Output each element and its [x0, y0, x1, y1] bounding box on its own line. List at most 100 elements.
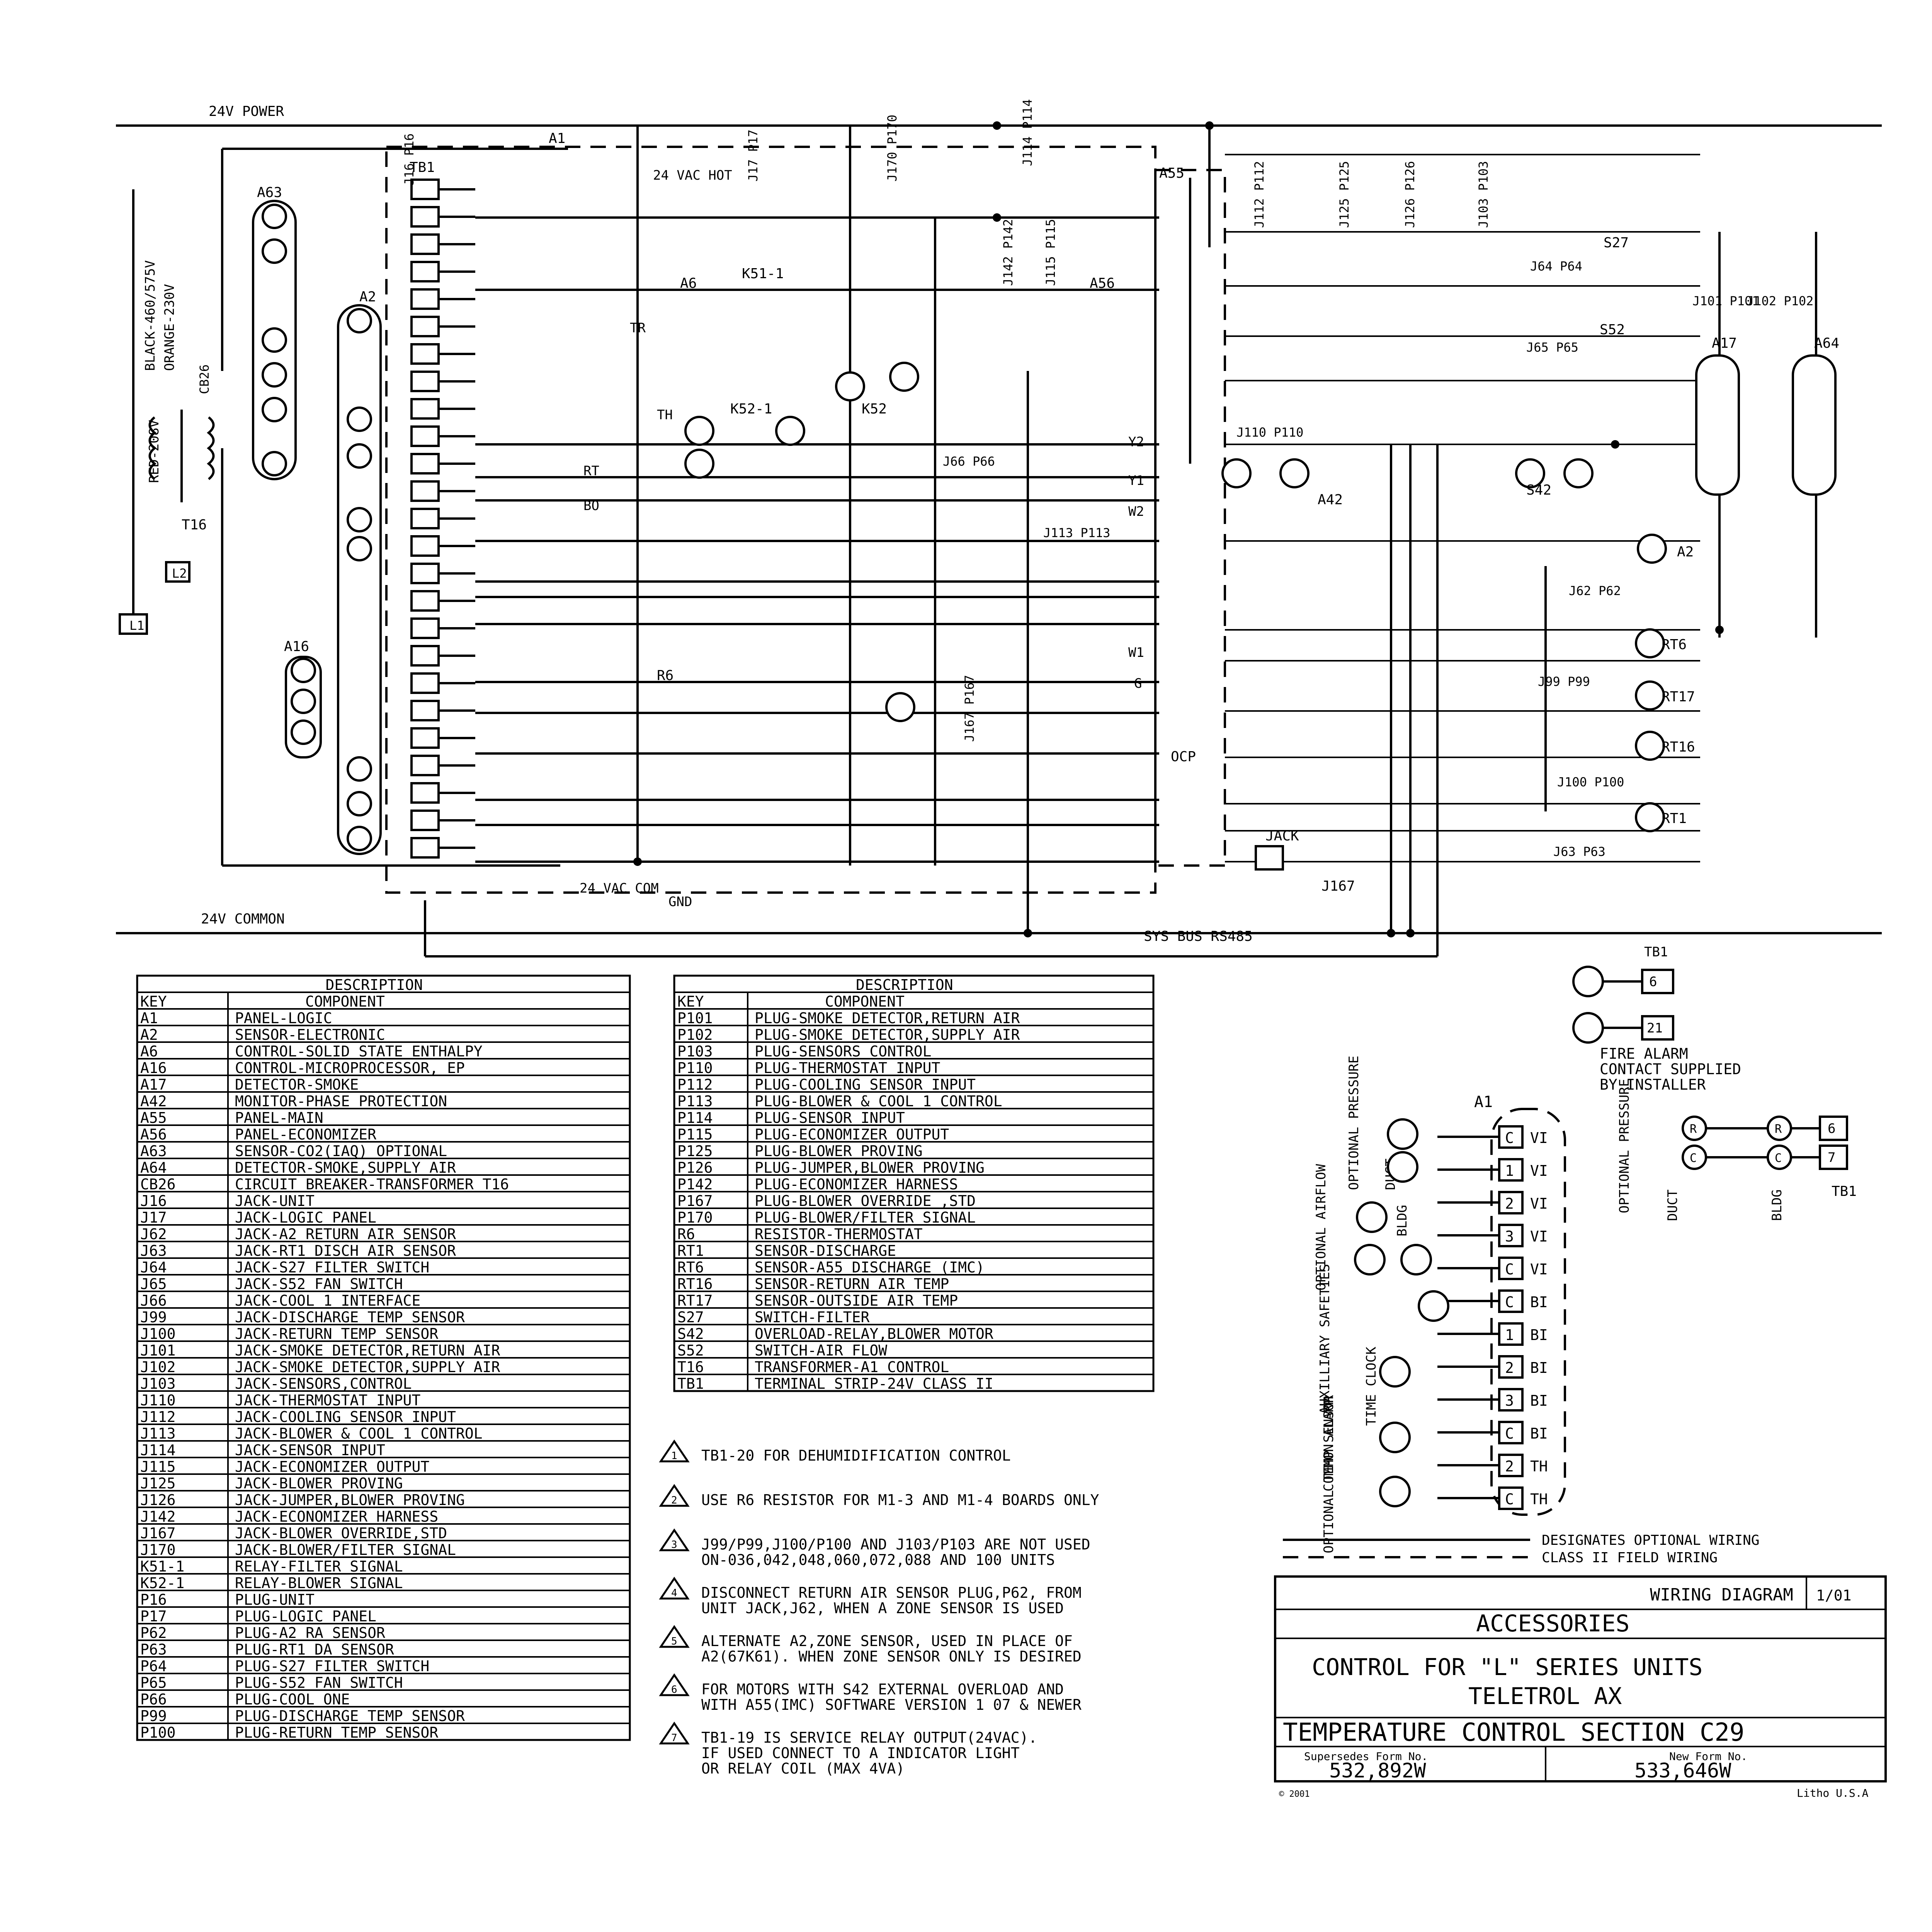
- note-line: UNIT JACK,J62, WHEN A ZONE SENSOR IS USE…: [701, 1600, 1064, 1617]
- board-label: RT: [583, 463, 599, 479]
- tb1-terminal-box: [410, 535, 440, 557]
- table-row-component: PLUG-COOLING SENSOR INPUT: [755, 1076, 976, 1093]
- table-row-key: T16: [677, 1359, 704, 1376]
- junction-dot: [633, 857, 642, 866]
- pin-circle: [291, 689, 316, 714]
- sensor-device: [835, 371, 865, 401]
- tb1-terminal-box: [410, 371, 440, 392]
- field-a1-outline: [1490, 1108, 1566, 1516]
- tb1-terminal-box: [410, 206, 440, 228]
- new-form-value: 533,646W: [1634, 1759, 1731, 1782]
- board-label: 24 VAC HOT: [653, 168, 732, 183]
- sensor-device: [1637, 534, 1667, 564]
- tb1-terminal-box: [410, 425, 440, 447]
- table-row-key: P16: [140, 1591, 167, 1608]
- table-row-key: TB1: [677, 1375, 704, 1392]
- component-label: K52: [862, 401, 887, 417]
- field-device: [1387, 1118, 1418, 1150]
- connector-label: J65 P65: [1526, 340, 1578, 355]
- legend: DESIGNATES OPTIONAL WIRING CLASS II FIEL…: [1283, 1532, 1760, 1566]
- fire-alarm-term-21: [1641, 1015, 1674, 1041]
- table-row-component: PLUG-SMOKE DETECTOR,RETURN AIR: [755, 1010, 1020, 1027]
- component-label: A64: [1814, 335, 1839, 351]
- table-row-component: PLUG-UNIT: [235, 1591, 315, 1608]
- table-row-component: PANEL-MAIN: [235, 1109, 323, 1126]
- connector-label: J62 P62: [1569, 583, 1621, 598]
- table-row-component: DETECTOR-SMOKE,SUPPLY AIR: [235, 1159, 456, 1176]
- tb1-terminal-box: [410, 233, 440, 255]
- field-terminal-type: BI: [1530, 1359, 1548, 1376]
- table-row-key: K51-1: [140, 1558, 184, 1575]
- table-row-component: JACK-BLOWER/FILTER SIGNAL: [235, 1541, 456, 1558]
- rail-bottom-label: 24V COMMON: [201, 911, 285, 927]
- component-label: A56: [1090, 276, 1115, 291]
- pin-circle: [262, 397, 287, 422]
- pin-r1: R: [1690, 1122, 1697, 1136]
- table-row-key: J101: [140, 1342, 176, 1359]
- field-left-label: TIME CLOCK: [1364, 1347, 1379, 1426]
- table-row-component: CONTROL-MICROPROCESSOR, EP: [235, 1060, 465, 1077]
- sensor-label: RT1: [1662, 811, 1687, 827]
- title-accessories: ACCESSORIES: [1476, 1610, 1629, 1637]
- table-row-key: S27: [677, 1309, 704, 1326]
- connector-label: J170 P170: [885, 115, 900, 182]
- pressure-label-optional: OPTIONAL PRESSURE: [1617, 1079, 1632, 1213]
- sensor-device: [885, 692, 915, 722]
- table-row-component: RELAY-FILTER SIGNAL: [235, 1558, 403, 1575]
- table-row-key: J125: [140, 1475, 176, 1492]
- table-row-component: PLUG-COOL ONE: [235, 1691, 350, 1708]
- tb1-terminal-box: [410, 288, 440, 310]
- table-row-key: RT16: [677, 1276, 713, 1293]
- note-triangle-icon: 2: [659, 1484, 690, 1507]
- supersedes-value: 532,892W: [1329, 1759, 1426, 1782]
- connector-label: J110 P110: [1236, 425, 1303, 440]
- sensor-device: [684, 449, 714, 479]
- table-row-component: JACK-BLOWER & COOL 1 CONTROL: [235, 1425, 483, 1442]
- pin-circle: [347, 826, 372, 851]
- table-row-component: SENSOR-ELECTRONIC: [235, 1026, 385, 1043]
- note-line: OR RELAY COIL (MAX 4VA): [701, 1760, 905, 1777]
- a2-body: [337, 304, 382, 855]
- table-row-component: JACK-COOL 1 INTERFACE: [235, 1292, 420, 1309]
- component-label: A16: [284, 639, 309, 655]
- connector-label: J103 P103: [1476, 161, 1491, 228]
- field-terminal-id: 3: [1505, 1228, 1514, 1245]
- connector-label: J16 P16: [402, 133, 417, 185]
- table-row-component: PLUG-JUMPER,BLOWER PROVING: [755, 1159, 985, 1176]
- field-device: [1387, 1151, 1418, 1183]
- note-line: FOR MOTORS WITH S42 EXTERNAL OVERLOAD AN…: [701, 1681, 1064, 1698]
- junction-dot: [993, 121, 1001, 130]
- table-row-component: MONITOR-PHASE PROTECTION: [235, 1093, 447, 1110]
- sensor-label: RT16: [1662, 739, 1695, 755]
- tb1-terminal-box: [410, 672, 440, 694]
- title-line1: CONTROL FOR "L" SERIES UNITS: [1312, 1654, 1702, 1681]
- label-t16: T16: [182, 517, 207, 533]
- board-label: TH: [657, 407, 673, 423]
- tb1-terminal-box: [410, 343, 440, 365]
- table-row-key: J103: [140, 1375, 176, 1392]
- board-label: Y1: [1128, 473, 1144, 488]
- table-row-component: PLUG-SENSOR INPUT: [755, 1109, 905, 1126]
- pin-circle: [262, 238, 287, 264]
- field-terminal-type: BI: [1530, 1294, 1548, 1311]
- title-block: WIRING DIAGRAM 1/01 ACCESSORIES CONTROL …: [1274, 1575, 1887, 1799]
- field-device: [1356, 1201, 1388, 1233]
- note-line: A2(67K61). WHEN ZONE SENSOR ONLY IS DESI…: [701, 1648, 1082, 1665]
- tableR-col-component: COMPONENT: [825, 993, 905, 1010]
- l1-terminal: [119, 613, 148, 635]
- table-row-key: RT17: [677, 1292, 713, 1309]
- table-row-key: J102: [140, 1359, 176, 1376]
- pin-circle: [262, 204, 287, 229]
- table-row-component: PLUG-A2 RA SENSOR: [235, 1624, 385, 1641]
- fire-alarm-term-6: [1641, 969, 1674, 994]
- pin-circle: [262, 451, 287, 476]
- table-row-key: P114: [677, 1109, 713, 1126]
- pressure-bldg: BLDG: [1769, 1189, 1785, 1221]
- table-row-key: P65: [140, 1674, 167, 1691]
- table-row-key: J64: [140, 1259, 167, 1276]
- component-label: TB1: [410, 160, 435, 175]
- field-terminal-id: 2: [1505, 1359, 1514, 1376]
- table-row-component: RESISTOR-THERMOSTAT: [755, 1226, 923, 1243]
- table-row-component: JACK-COOLING SENSOR INPUT: [235, 1408, 456, 1425]
- tb1-terminal-box: [410, 837, 440, 859]
